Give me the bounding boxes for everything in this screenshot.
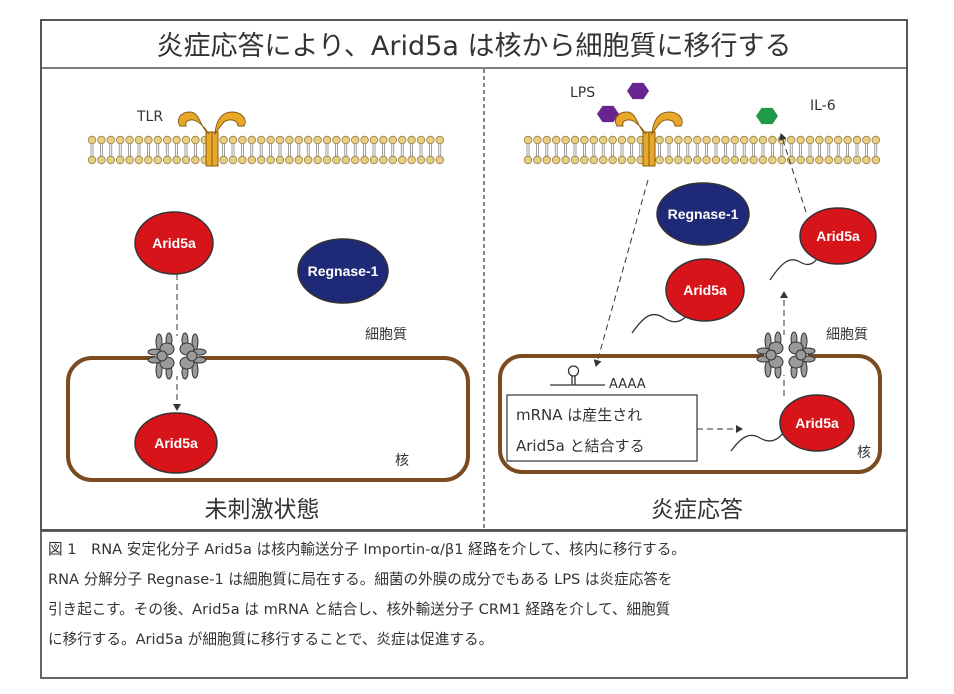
lps-label: LPS	[570, 85, 595, 101]
cytoplasm-label: 細胞質	[826, 327, 868, 343]
svg-text:Arid5a: Arid5a	[795, 415, 839, 431]
caption-line: 図 1 RNA 安定化分子 Arid5a は核内輸送分子 Importin-α/…	[48, 541, 686, 558]
caption-line: に移行する。Arid5a が細胞質に移行することで、炎症は促進する。	[48, 631, 494, 648]
mrna-note-line: mRNA は産生され	[516, 406, 642, 424]
caption-frame	[40, 530, 908, 679]
svg-text:Regnase-1: Regnase-1	[668, 206, 739, 222]
figure-title: 炎症応答により、Arid5a は核から細胞質に移行する	[157, 31, 792, 62]
arid5a-mrna-complex: Arid5a	[730, 394, 855, 452]
nucleus-envelope	[66, 356, 470, 482]
nuclear-pore-icon	[147, 332, 207, 380]
nucleus-envelope	[498, 354, 882, 474]
arid5a-mrna-complex: Arid5a	[631, 258, 745, 334]
svg-text:Regnase-1: Regnase-1	[308, 263, 379, 279]
il6-molecule-icon	[756, 107, 778, 125]
nucleus-label: 核	[857, 445, 871, 461]
cell-membrane	[523, 135, 880, 165]
regnase-1-protein: Regnase-1	[297, 238, 389, 304]
cell-membrane	[87, 135, 444, 165]
tlr-receptor-icon	[614, 111, 683, 167]
arid5a-mrna-complex: Arid5a	[769, 207, 877, 281]
caption-line: 引き起こす。その後、Arid5a は mRNA と結合し、核外輸送分子 CRM1…	[48, 601, 671, 618]
mrna-note-box	[506, 394, 698, 462]
svg-text:Arid5a: Arid5a	[816, 228, 860, 244]
left-panel: TLR Arid5a Regnase-1 細胞質 核 Arid5a 未刺激状態	[66, 109, 470, 523]
tlr-receptor-icon	[177, 111, 246, 167]
figure-caption: 図 1 RNA 安定化分子 Arid5a は核内輸送分子 Importin-α/…	[42, 533, 904, 676]
left-panel-label: 未刺激状態	[205, 497, 320, 523]
arid5a-protein: Arid5a	[134, 211, 214, 275]
svg-text:Arid5a: Arid5a	[154, 435, 198, 451]
arid5a-nuclear-protein: Arid5a	[134, 412, 218, 474]
svg-text:Arid5a: Arid5a	[152, 235, 196, 251]
nucleus-label: 核	[395, 453, 409, 469]
right-panel: LPS IL-6 Regnase-1 Arid5a Arid5a 細胞質	[498, 82, 882, 523]
caption-line: RNA 分解分子 Regnase-1 は細胞質に局在する。細菌の外膜の成分でもあ…	[48, 571, 673, 588]
mrna-note-line: Arid5a と結合する	[516, 437, 645, 455]
figure-frame	[40, 19, 908, 531]
signal-arrow	[593, 179, 649, 367]
lps-molecule-icon	[597, 105, 619, 123]
svg-text:Arid5a: Arid5a	[683, 282, 727, 298]
lps-molecule-icon	[627, 82, 649, 100]
il6-label: IL-6	[810, 98, 836, 114]
regnase-1-protein: Regnase-1	[656, 182, 750, 246]
polya-label: AAAA	[609, 377, 646, 392]
cytoplasm-label: 細胞質	[365, 327, 407, 343]
tlr-label: TLR	[136, 109, 163, 125]
right-panel-label: 炎症応答	[651, 497, 743, 523]
nuclear-pore-icon	[756, 331, 816, 379]
mrna-stem-loop-icon	[550, 365, 605, 386]
secretion-arrow	[779, 133, 807, 213]
